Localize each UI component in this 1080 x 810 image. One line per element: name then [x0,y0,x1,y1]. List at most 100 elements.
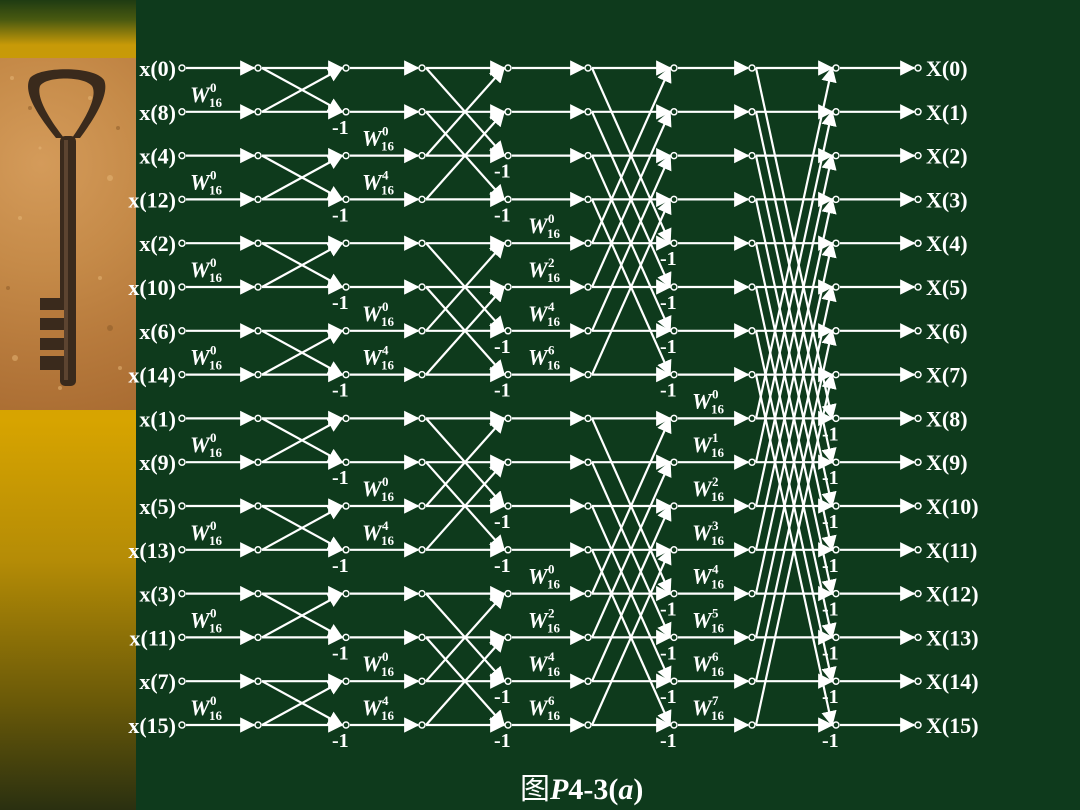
svg-text:0: 0 [210,605,217,620]
node-dot [748,546,756,554]
output-label: X(9) [926,450,968,475]
svg-text:W: W [190,607,211,632]
minus-one-label: -1 [332,380,349,402]
node-dot [584,283,592,291]
svg-text:1: 1 [712,430,719,445]
caption-title-end: ) [633,773,644,806]
node-dot [832,458,840,466]
svg-text:W: W [528,695,549,720]
node-dot [748,589,756,598]
butterfly-cross [425,636,506,726]
node-dot [584,414,592,423]
svg-text:4: 4 [382,693,389,708]
svg-text:W: W [190,345,211,370]
svg-text:16: 16 [711,401,725,416]
svg-text:0: 0 [210,693,217,708]
node-dot [254,721,262,729]
node-dot [584,458,592,466]
node-dot [914,502,922,510]
minus-one-label: -1 [332,204,349,226]
svg-text:16: 16 [547,577,561,592]
node-dot [584,327,592,335]
svg-text:16: 16 [547,358,561,373]
butterfly-cross [261,329,344,376]
node-dot [254,327,262,335]
figure-caption: 图P4-3(a) [520,772,680,808]
node-dot [178,239,186,247]
node-dot [914,414,922,423]
node-dot [670,414,678,423]
node-dot [670,283,678,291]
svg-text:16: 16 [547,620,561,635]
svg-text:4: 4 [382,518,389,533]
node-dot [584,633,592,642]
node-dot [418,283,426,291]
butterfly-cross [590,548,672,726]
node-dot [504,108,512,116]
svg-text:W: W [362,520,383,545]
node-dot [504,589,512,598]
output-label: X(1) [926,100,968,125]
butterfly-cross [590,154,672,332]
node-dot [670,195,678,204]
svg-text:0: 0 [548,211,555,226]
minus-one-label: -1 [660,292,677,314]
node-dot [670,64,678,72]
input-label: x(9) [139,450,176,475]
svg-text:16: 16 [209,270,223,285]
node-dot [418,633,426,642]
node-dot [748,283,756,291]
input-label: x(0) [139,56,176,81]
node-dot [832,546,840,554]
butterfly-cross [261,242,344,288]
svg-text:0: 0 [548,562,555,577]
svg-text:W: W [692,651,713,676]
output-label: X(10) [926,494,979,519]
node-dot [504,151,512,160]
svg-text:16: 16 [209,358,223,373]
minus-one-label: -1 [332,730,349,752]
svg-text:16: 16 [209,95,223,110]
svg-text:W: W [190,520,211,545]
node-dot [748,151,756,160]
input-label: x(11) [130,625,176,650]
node-dot [670,151,678,160]
minus-one-label: -1 [494,336,511,358]
node-dot [914,283,922,291]
svg-text:7: 7 [712,693,719,708]
node-dot [670,327,678,335]
node-dot [418,414,426,423]
node-dot [584,502,592,510]
input-label: x(12) [128,187,176,212]
node-dot [418,721,426,729]
svg-text:W: W [692,695,713,720]
output-label: X(3) [926,187,968,212]
minus-one-label: -1 [494,161,511,183]
svg-text:0: 0 [210,430,217,445]
node-dot [178,64,186,72]
svg-text:0: 0 [210,343,217,358]
node-dot [504,633,512,642]
svg-text:16: 16 [209,533,223,548]
svg-text:6: 6 [548,693,555,708]
node-dot [342,151,350,160]
node-dot [418,108,426,116]
svg-text:W: W [692,388,713,413]
node-dot [832,108,840,116]
butterfly-cross [261,592,344,639]
node-dot [178,721,186,729]
svg-text:W: W [528,607,549,632]
key-photo [0,58,136,410]
